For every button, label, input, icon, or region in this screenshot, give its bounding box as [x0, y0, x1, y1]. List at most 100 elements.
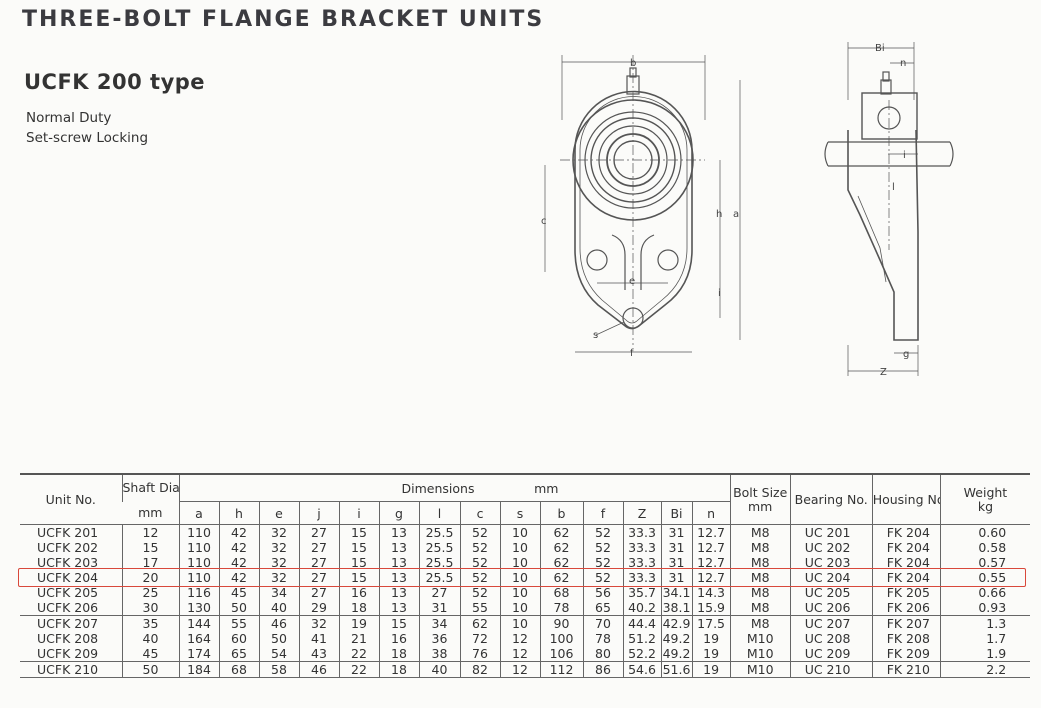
cell-weight: 0.57	[939, 555, 1031, 570]
spec-table: Unit No. Shaft Diam. Dimensions mm Bolt …	[20, 473, 1031, 678]
cell-dim-e: 50	[258, 631, 299, 646]
cell-dim-b: 112	[539, 661, 583, 678]
cell-dim-h: 60	[218, 631, 259, 646]
cell-housing-no: FK 204	[871, 540, 941, 555]
cell-dim-i: 21	[338, 631, 379, 646]
dim-header-l: l	[418, 501, 460, 525]
cell-unit-no: UCFK 206	[37, 600, 99, 615]
cell-dim-f: 52	[582, 570, 623, 585]
weight-unit: kg	[977, 498, 994, 514]
col-shaft-diam: Shaft Diam.	[121, 473, 179, 502]
cell-dim-n: 19	[691, 646, 731, 662]
cell-bearing-no: UC 205	[789, 585, 873, 600]
cell-shaft-diam: 30	[121, 600, 179, 616]
cell-bearing-no: UC 202	[789, 540, 873, 555]
cell-dim-i: 22	[338, 646, 379, 662]
cell-dim-z: 33.3	[622, 524, 661, 540]
cell-bolt-size: M10	[729, 661, 791, 678]
cell-unit-no: UCFK 201	[20, 524, 122, 540]
cell-bolt-size: M8	[729, 570, 791, 585]
cell-weight: 0.93	[939, 600, 1031, 616]
cell-dim-f: 52	[582, 555, 623, 570]
cell-dim-f: 86	[582, 661, 623, 678]
cell-dim-a: 110	[178, 570, 219, 585]
cell-dim-s: 10	[499, 600, 540, 616]
dimensions-label: Dimensions	[401, 480, 475, 496]
cell-dim-f: 78	[582, 631, 623, 646]
cell-dim-s: 12	[499, 661, 540, 678]
cell-bolt-size: M8	[729, 600, 791, 616]
dim-header-g: g	[378, 501, 419, 525]
cell-dim-z: 33.3	[622, 540, 661, 555]
cell-weight: 2.2	[939, 661, 1031, 678]
cell-dim-g: 15	[378, 615, 419, 631]
cell-dim-l: 34	[418, 615, 460, 631]
cell-dim-bi: 31	[660, 524, 692, 540]
cell-dim-c: 82	[459, 661, 500, 678]
cell-dim-g: 13	[378, 600, 419, 616]
cell-housing-no: FK 207	[871, 615, 941, 631]
cell-housing-no: FK 204	[871, 524, 941, 540]
cell-weight: 1.3	[939, 615, 1031, 631]
technical-drawing: b c h a e i s f Bi n i l g Z	[541, 42, 954, 378]
label-i-front: i	[718, 288, 721, 299]
cell-dim-j: 29	[298, 600, 339, 616]
cell-dim-s: 10	[499, 540, 540, 555]
spec-table-wrapper: Unit No. Shaft Diam. Dimensions mm Bolt …	[18, 473, 1031, 678]
label-h: h	[716, 209, 722, 220]
cell-shaft-diam: 20	[121, 570, 179, 585]
cell-dim-h: 42	[218, 524, 259, 540]
cell-housing-no: FK 204	[871, 555, 941, 570]
label-l: l	[892, 182, 895, 193]
cell-dim-i: 19	[338, 615, 379, 631]
cell-dim-a: 110	[178, 555, 219, 570]
cell-dim-z: 44.4	[622, 615, 661, 631]
cell-dim-a: 110	[178, 540, 219, 555]
dim-header-s: s	[499, 501, 540, 525]
cell-dim-i: 16	[338, 585, 379, 600]
cell-dim-j: 41	[298, 631, 339, 646]
cell-dim-j: 27	[298, 585, 339, 600]
cell-housing-no: FK 208	[871, 631, 941, 646]
label-c: c	[541, 216, 547, 227]
cell-housing-no: FK 210	[871, 661, 941, 678]
cell-unit-no: UCFK 208	[37, 631, 99, 646]
cell-dim-z: 35.7	[622, 585, 661, 600]
cell-dim-bi: 49.2	[660, 646, 692, 662]
cell-bolt-size: M8	[729, 615, 791, 631]
cell-dim-l: 40	[418, 661, 460, 678]
cell-dim-bi: 31	[660, 555, 692, 570]
cell-dim-b: 62	[539, 524, 583, 540]
cell-dim-s: 10	[499, 555, 540, 570]
cell-dim-l: 25.5	[418, 524, 460, 540]
cell-bearing-no: UC 201	[789, 524, 873, 540]
cell-dim-l: 31	[418, 600, 460, 616]
cell-dim-i: 15	[338, 555, 379, 570]
cell-housing-no: FK 205	[871, 585, 941, 600]
cell-housing-no: FK 206	[871, 600, 941, 616]
cell-dim-g: 18	[378, 646, 419, 662]
cell-dim-a: 110	[178, 524, 219, 540]
cell-dim-bi: 38.1	[660, 600, 692, 616]
cell-shaft-diam: 17	[121, 555, 179, 570]
cell-dim-e: 58	[258, 661, 299, 678]
cell-dim-l: 25.5	[418, 555, 460, 570]
cell-dim-j: 27	[298, 570, 339, 585]
cell-dim-h: 42	[218, 555, 259, 570]
label-f: f	[630, 348, 634, 359]
page-title: THREE-BOLT FLANGE BRACKET UNITS	[22, 7, 545, 32]
cell-shaft-diam: 40	[121, 631, 179, 646]
cell-dim-z: 52.2	[622, 646, 661, 662]
cell-weight: 0.60	[939, 524, 1031, 540]
cell-dim-c: 52	[459, 585, 500, 600]
cell-dim-a: 144	[178, 615, 219, 631]
shaft-unit: mm	[138, 505, 163, 521]
cell-dim-f: 65	[582, 600, 623, 616]
locking-description: Set-screw Locking	[26, 130, 149, 146]
cell-dim-s: 10	[499, 524, 540, 540]
